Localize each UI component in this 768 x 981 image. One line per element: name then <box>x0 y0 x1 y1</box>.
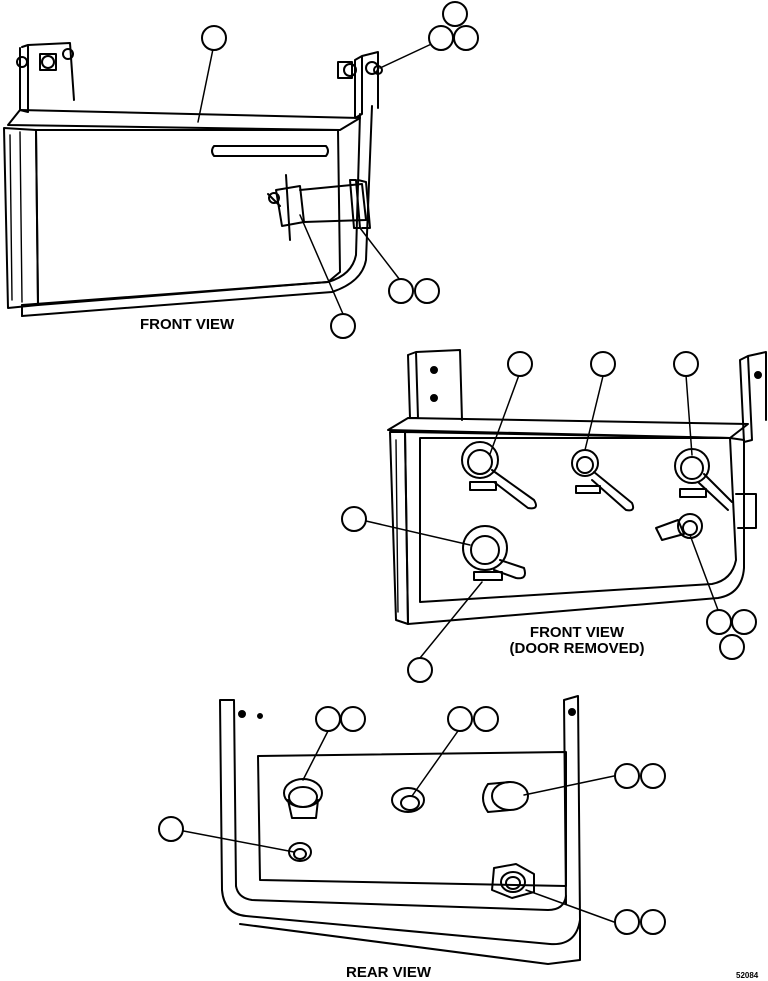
rear-fitting-lower-right <box>491 863 535 899</box>
callout-bubble <box>330 313 356 339</box>
callout-bubble <box>340 706 366 732</box>
rear-view-label: REAR VIEW <box>346 964 432 981</box>
callout-bubble <box>447 706 473 732</box>
rear-panel <box>257 751 567 887</box>
rear-fitting-upper-left <box>283 778 323 819</box>
switch-right <box>674 448 733 511</box>
callout-bubble <box>407 657 433 683</box>
callout-bubble <box>442 1 468 27</box>
callout-bubble <box>731 609 757 635</box>
callout-bubbles <box>158 1 757 935</box>
box-bottom-lip <box>21 105 373 317</box>
callout-bubble <box>473 706 499 732</box>
door-removed-label-line1: FRONT VIEW <box>529 624 625 641</box>
callout-bubble <box>201 25 227 51</box>
callout-bubble <box>158 816 184 842</box>
door-hinge <box>3 127 39 309</box>
box-opening <box>419 437 737 603</box>
callout-bubble <box>719 634 745 660</box>
door-removed-label-line2: (DOOR REMOVED) <box>509 640 645 657</box>
callout-bubble <box>673 351 699 377</box>
callout-bubble <box>507 351 533 377</box>
bracket-bolts <box>16 48 383 79</box>
callout-bubble <box>315 706 341 732</box>
switch-lower-right <box>655 513 703 541</box>
callout-leaders <box>172 39 719 923</box>
callout-bubble <box>614 763 640 789</box>
right-mounting-bracket <box>354 51 379 119</box>
switch-lower-left <box>462 525 526 581</box>
callout-bubble <box>640 763 666 789</box>
callout-bubble <box>414 278 440 304</box>
hinge-strip <box>389 431 409 625</box>
latch-assembly <box>267 174 371 241</box>
left-mounting-bracket <box>19 42 75 113</box>
front-view-drawing <box>3 42 383 317</box>
switch-left <box>461 441 537 510</box>
box-top-lip <box>7 109 361 131</box>
callout-bubble <box>428 25 454 51</box>
front-view-label: FRONT VIEW <box>140 316 235 333</box>
callout-bubble <box>453 25 479 51</box>
callout-bubble <box>640 909 666 935</box>
callout-bubble <box>388 278 414 304</box>
front-view-door-removed-drawing <box>387 349 767 625</box>
rear-fitting-upper-right <box>482 781 529 813</box>
callout-bubble <box>706 609 732 635</box>
switch-center <box>571 449 635 512</box>
figure-id: 52084 <box>736 971 759 980</box>
callout-bubble <box>590 351 616 377</box>
door-slot <box>211 145 329 157</box>
callout-bubble <box>614 909 640 935</box>
callout-bubble <box>341 506 367 532</box>
rear-view-drawing <box>219 695 581 965</box>
rear-fitting-lower-left <box>288 842 312 862</box>
rear-fitting-upper-center <box>391 787 425 813</box>
door-removed-view-label: FRONT VIEW (DOOR REMOVED) <box>504 625 650 657</box>
